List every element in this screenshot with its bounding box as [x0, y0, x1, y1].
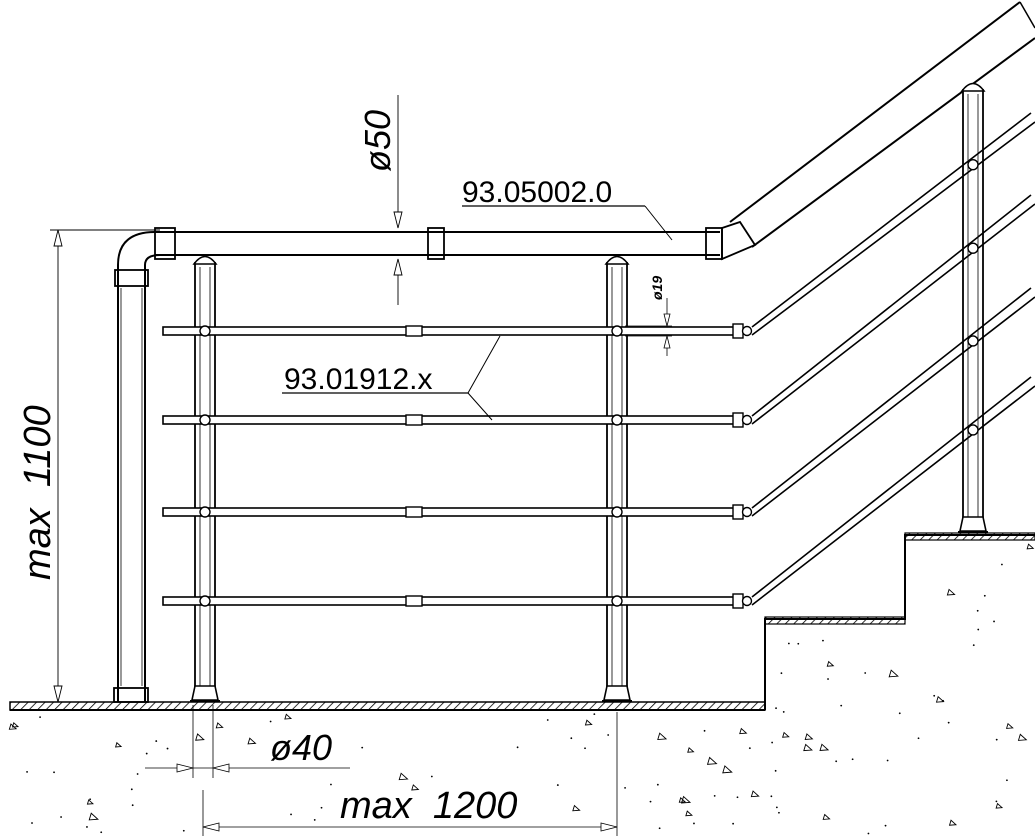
spacing-dimension: max 1200 [202, 712, 618, 836]
rail-3 [162, 287, 1035, 520]
rail-part-callout: 93.01912.x [282, 335, 501, 421]
height-dim-label: max 1100 [17, 405, 59, 580]
rail-1 [162, 112, 1035, 339]
post-left [190, 255, 220, 702]
height-dimension: max 1100 [17, 229, 160, 703]
posts-group [190, 82, 988, 702]
floor-slab [9, 701, 766, 711]
post-diameter-label: ø40 [270, 727, 332, 768]
rail-diameter-label: ø19 [649, 276, 665, 300]
handrail-part-callout: 93.05002.0 [462, 176, 673, 241]
handrail-top [154, 1, 1035, 261]
spacing-dim-label: max 1200 [340, 785, 517, 827]
rails-group [162, 112, 1035, 609]
handrail-part-label: 93.05002.0 [462, 176, 612, 209]
post-stair [958, 82, 988, 533]
handrail-diameter-dimension: ø50 [357, 95, 403, 305]
rail-2 [162, 194, 1035, 428]
rail-part-label: 93.01912.x [284, 363, 432, 396]
concrete-texture [8, 543, 1035, 835]
rail-4 [162, 376, 1035, 609]
handrail-diameter-label: ø50 [357, 110, 398, 172]
rail-diameter-dimension: ø19 [625, 276, 672, 356]
handrail-end-post [113, 231, 161, 703]
post-middle [602, 255, 632, 702]
post-diameter-dimension: ø40 [145, 705, 350, 778]
